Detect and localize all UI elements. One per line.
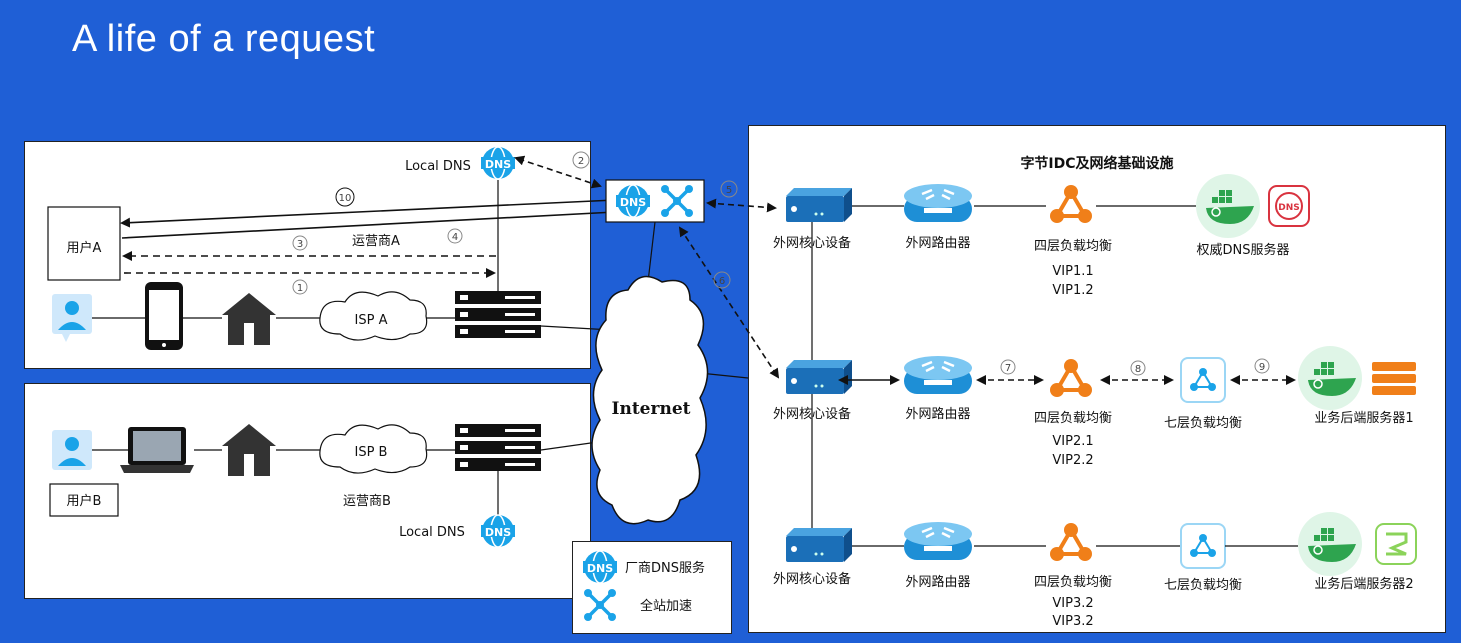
svg-text:DNS: DNS bbox=[485, 526, 511, 539]
backend-server-1-icon bbox=[1372, 362, 1416, 395]
step-10-badge bbox=[335, 187, 355, 207]
row1-end-label: 权威DNS服务器 bbox=[1197, 242, 1290, 258]
row2-core-label: 外网核心设备 bbox=[773, 406, 851, 422]
row3-docker-icon bbox=[1297, 511, 1363, 577]
user-a-label: 用户A bbox=[67, 240, 102, 256]
vendor-dns-icon: DNS bbox=[615, 184, 651, 218]
phone-icon bbox=[145, 282, 183, 350]
row1-docker-icon bbox=[1195, 173, 1261, 239]
row3-vip1: VIP3.2 bbox=[1052, 596, 1093, 611]
isp-a-label: ISP A bbox=[355, 313, 388, 328]
row3-core-label: 外网核心设备 bbox=[773, 571, 851, 587]
row2-router-icon bbox=[902, 354, 974, 396]
user-a-avatar-icon bbox=[52, 294, 92, 342]
home-b-icon bbox=[222, 424, 276, 476]
legend-accel-label: 全站加速 bbox=[640, 598, 692, 614]
user-b-avatar-icon bbox=[52, 430, 92, 470]
arrow-step-2 bbox=[514, 155, 602, 189]
row1-core-label: 外网核心设备 bbox=[773, 235, 851, 251]
internet-label: Internet bbox=[612, 399, 691, 419]
row2-l7-lb-icon bbox=[1180, 357, 1226, 403]
svg-text:8: 8 bbox=[1135, 364, 1141, 375]
row3-l4-lb-icon bbox=[1048, 521, 1094, 563]
user-a-box bbox=[47, 206, 121, 281]
row1-l4-label: 四层负载均衡 bbox=[1034, 239, 1112, 254]
isp-b-label: ISP B bbox=[355, 445, 388, 460]
step-2-badge bbox=[572, 151, 590, 169]
row1-vip1: VIP1.1 bbox=[1052, 264, 1093, 279]
svg-text:DNS: DNS bbox=[485, 158, 511, 171]
svg-text:7: 7 bbox=[1005, 363, 1011, 374]
row3-vip2: VIP3.2 bbox=[1052, 614, 1093, 629]
laptop-icon bbox=[120, 427, 194, 473]
legend-dns-icon: DNS bbox=[582, 550, 618, 584]
svg-text:10: 10 bbox=[339, 193, 352, 204]
user-b-label: 用户B bbox=[67, 493, 102, 509]
legend-dns-label: 厂商DNS服务 bbox=[625, 560, 705, 576]
local-dns-b-label: Local DNS bbox=[399, 525, 465, 540]
arrow-step-5 bbox=[706, 198, 777, 213]
row2-l4-label: 四层负载均衡 bbox=[1034, 411, 1112, 426]
svg-text:5: 5 bbox=[726, 185, 732, 196]
backend-server-2-icon bbox=[1375, 523, 1417, 565]
footer-watermark: @稀土掘金技术社区 bbox=[1315, 607, 1441, 623]
svg-text:3: 3 bbox=[297, 239, 303, 250]
idc-title: 字节IDC及网络基础设施 bbox=[1020, 155, 1173, 172]
legend-accel-icon bbox=[582, 587, 618, 623]
row3-core-device-icon bbox=[786, 528, 852, 562]
row2-l7-label: 七层负载均衡 bbox=[1164, 416, 1242, 431]
isp-b-cloud bbox=[319, 424, 428, 474]
step-4-badge bbox=[447, 228, 463, 244]
svg-text:6: 6 bbox=[719, 276, 725, 287]
row1-router-label: 外网路由器 bbox=[905, 235, 970, 251]
svg-text:4: 4 bbox=[452, 232, 458, 243]
row2-l4-lb-icon bbox=[1048, 357, 1094, 399]
svg-text:DNS: DNS bbox=[620, 196, 646, 209]
step-1-badge bbox=[292, 279, 308, 295]
step-6-badge bbox=[713, 271, 731, 289]
row3-l7-label: 七层负载均衡 bbox=[1164, 578, 1242, 593]
local-dns-a-label: Local DNS bbox=[405, 159, 471, 174]
home-a-icon bbox=[222, 293, 276, 345]
server-a-icon bbox=[455, 291, 541, 338]
authoritative-dns-icon: DNS bbox=[1268, 185, 1310, 227]
row2-core-device-icon bbox=[786, 360, 852, 394]
row3-router-icon bbox=[902, 520, 974, 562]
step-7-badge bbox=[1000, 359, 1016, 375]
row1-core-device-icon bbox=[786, 188, 852, 222]
row3-end-label: 业务后端服务器2 bbox=[1314, 576, 1413, 592]
local-dns-a-icon: DNS bbox=[480, 146, 516, 180]
row1-l4-lb-icon bbox=[1048, 183, 1094, 225]
row1-vip2: VIP1.2 bbox=[1052, 283, 1093, 298]
row2-vip2: VIP2.2 bbox=[1052, 453, 1093, 468]
user-b-box bbox=[49, 483, 119, 517]
server-b-icon bbox=[455, 424, 541, 471]
carrier-b-label: 运营商B bbox=[343, 494, 391, 509]
row2-router-label: 外网路由器 bbox=[905, 406, 970, 422]
step-9-badge bbox=[1254, 358, 1270, 374]
carrier-a-label: 运营商A bbox=[352, 234, 400, 249]
isp-a-cloud bbox=[319, 291, 428, 341]
svg-text:DNS: DNS bbox=[587, 562, 613, 575]
row3-router-label: 外网路由器 bbox=[905, 574, 970, 590]
row2-docker-icon bbox=[1297, 345, 1363, 411]
row3-l4-label: 四层负载均衡 bbox=[1034, 575, 1112, 590]
step-5-badge bbox=[720, 180, 738, 198]
local-dns-b-icon: DNS bbox=[480, 514, 516, 548]
svg-text:9: 9 bbox=[1259, 362, 1265, 373]
page-title: A life of a request bbox=[72, 18, 376, 60]
row3-l7-lb-icon bbox=[1180, 523, 1226, 569]
step-3-badge bbox=[292, 235, 308, 251]
step-8-badge bbox=[1130, 360, 1146, 376]
svg-text:1: 1 bbox=[297, 283, 303, 294]
row2-vip1: VIP2.1 bbox=[1052, 434, 1093, 449]
arrow-step-10 bbox=[120, 199, 616, 228]
svg-text:2: 2 bbox=[578, 156, 584, 167]
arrow-request-line bbox=[121, 207, 617, 239]
row2-end-label: 业务后端服务器1 bbox=[1314, 410, 1413, 426]
svg-text:DNS: DNS bbox=[1278, 203, 1300, 213]
row1-router-icon bbox=[902, 182, 974, 224]
